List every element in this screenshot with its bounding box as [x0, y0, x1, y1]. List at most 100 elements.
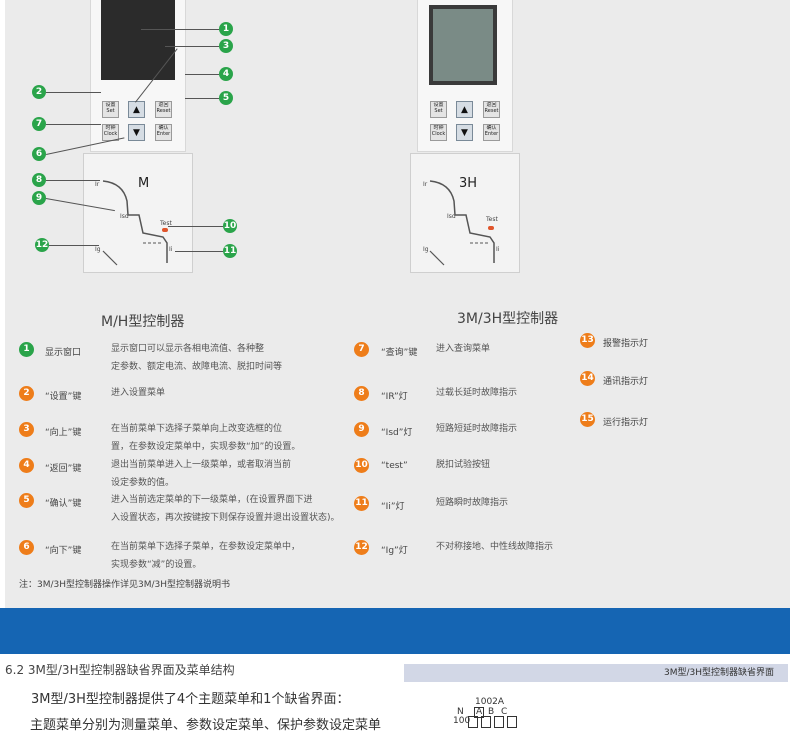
legend-number-12: 12	[354, 540, 369, 555]
legend-number-8: 8	[354, 386, 369, 401]
right-protection-curve	[429, 180, 495, 266]
mini-bar-c	[507, 716, 517, 728]
left-device-title: M/H型控制器	[101, 314, 185, 330]
legend-desc-8: 过载长延时故障指示	[436, 388, 518, 398]
left-protection-curve	[102, 180, 168, 266]
callout-7: 7	[32, 117, 46, 131]
legend-label-10: “test”	[381, 461, 408, 471]
legend-desc-7: 进入查询菜单	[436, 344, 491, 354]
legend-desc-4: 退出当前菜单进入上一级菜单，或者取消当前	[111, 460, 292, 470]
right-test-label: Test	[486, 216, 498, 223]
right-ig-label: Ig	[423, 246, 429, 253]
mini-label-b: B	[488, 707, 495, 717]
right-model-mark: 3H	[459, 176, 478, 191]
blue-divider-band	[0, 608, 790, 654]
down-key[interactable]: ▼	[128, 124, 145, 141]
up-key[interactable]: ▲	[128, 101, 145, 118]
right-up-key[interactable]: ▲	[456, 101, 473, 118]
legend-label-9: “Isd”灯	[381, 428, 413, 438]
right-down-key[interactable]: ▼	[456, 124, 473, 141]
legend-desc-10: 脱扣试验按钮	[436, 460, 491, 470]
legend-desc-9: 短路短延时故障指示	[436, 424, 518, 434]
legend-desc-12: 不对称接地、中性线故障指示	[436, 542, 554, 552]
callout-4: 4	[219, 67, 233, 81]
side-panel-header: 3M型/3H型控制器缺省界面	[404, 664, 788, 682]
mini-scale-100: 100	[453, 716, 471, 726]
legend-desc2-4: 设定参数的值。	[111, 478, 175, 488]
legend-label-1: 显示窗口	[45, 348, 82, 358]
ii-label: Ii	[169, 246, 173, 253]
callout-12-line	[49, 245, 99, 246]
legend-label-5: “确认”键	[45, 499, 82, 509]
legend-number-6: 6	[19, 540, 34, 555]
legend-label-7: “查询”键	[381, 348, 418, 358]
section-line-2: 主题菜单分别为测量菜单、参数设定菜单、保护参数设定菜单	[30, 718, 382, 733]
callout-8-line	[46, 180, 100, 181]
callout-5: 5	[219, 91, 233, 105]
legend-label-11: “Ii”灯	[381, 502, 405, 512]
left-display-window	[101, 0, 175, 80]
legend-number-11: 11	[354, 496, 369, 511]
right-display-window	[429, 5, 497, 85]
ir-label: Ir	[95, 181, 100, 188]
callout-11-line	[175, 251, 223, 252]
callout-2-line	[46, 92, 101, 93]
legend-label-2: “设置”键	[45, 392, 82, 402]
legend-desc2-3: 置，在参数设定菜单中，实现参数“加”的设置。	[111, 442, 301, 452]
test-label: Test	[160, 220, 172, 227]
right-isd-label: Isd	[447, 213, 456, 220]
callout-2: 2	[32, 85, 46, 99]
right-test-indicator[interactable]	[488, 226, 494, 230]
legend-desc-6: 在当前菜单下选择子菜单，在参数设定菜单中，	[111, 542, 301, 552]
legend-desc-3: 在当前菜单下选择子菜单向上改变选框的位	[111, 424, 283, 434]
legend-number-3: 3	[19, 422, 34, 437]
legend-number-9: 9	[354, 422, 369, 437]
legend-desc-2: 进入设置菜单	[111, 388, 166, 398]
callout-5-line	[185, 98, 219, 99]
legend-number-10: 10	[354, 458, 369, 473]
legend-label-3: “向上”键	[45, 428, 82, 438]
section-line-1: 3M型/3H型控制器提供了4个主题菜单和1个缺省界面：	[31, 692, 350, 707]
legend-desc-5: 进入当前选定菜单的下一级菜单，(在设置界面下进	[111, 495, 313, 505]
right-protection-panel	[410, 153, 520, 273]
legend-label-4: “返回”键	[45, 464, 82, 474]
legend-desc-1: 显示窗口可以显示各相电流值、各种整	[111, 344, 265, 354]
legend-number-2: 2	[19, 386, 34, 401]
callout-7-line	[46, 124, 101, 125]
right-ir-label: Ir	[423, 181, 428, 188]
callout-1-line	[141, 29, 219, 30]
mini-bar-n	[468, 716, 478, 728]
right-ii-label: Ii	[496, 246, 500, 253]
callout-9: 9	[32, 191, 46, 205]
legend-label-15: 运行指示灯	[603, 418, 649, 428]
callout-11: 11	[223, 244, 237, 258]
test-indicator[interactable]	[162, 228, 168, 232]
legend-desc-11: 短路瞬时故障指示	[436, 498, 509, 508]
callout-1: 1	[219, 22, 233, 36]
callout-3: 3	[219, 39, 233, 53]
legend-label-12: “Ig”灯	[381, 546, 408, 556]
mini-label-a: A	[474, 707, 485, 718]
callout-3-line	[165, 46, 219, 47]
ig-label: Ig	[95, 246, 101, 253]
mini-label-c: C	[501, 707, 508, 717]
legend-label-6: “向下”键	[45, 546, 82, 556]
mini-bar-b	[494, 716, 504, 728]
legend-desc2-1: 定参数、额定电流、故障电流、脱扣时间等	[111, 362, 283, 372]
callout-6: 6	[32, 147, 46, 161]
mini-bar-a	[481, 716, 491, 728]
left-protection-panel	[83, 153, 193, 273]
legend-label-13: 报警指示灯	[603, 339, 649, 349]
legend-number-4: 4	[19, 458, 34, 473]
legend-number-15: 15	[580, 412, 595, 427]
left-model-mark: M	[138, 176, 150, 191]
legend-desc2-5: 入设置状态，再次按键按下则保存设置并退出设置状态)。	[111, 513, 340, 523]
